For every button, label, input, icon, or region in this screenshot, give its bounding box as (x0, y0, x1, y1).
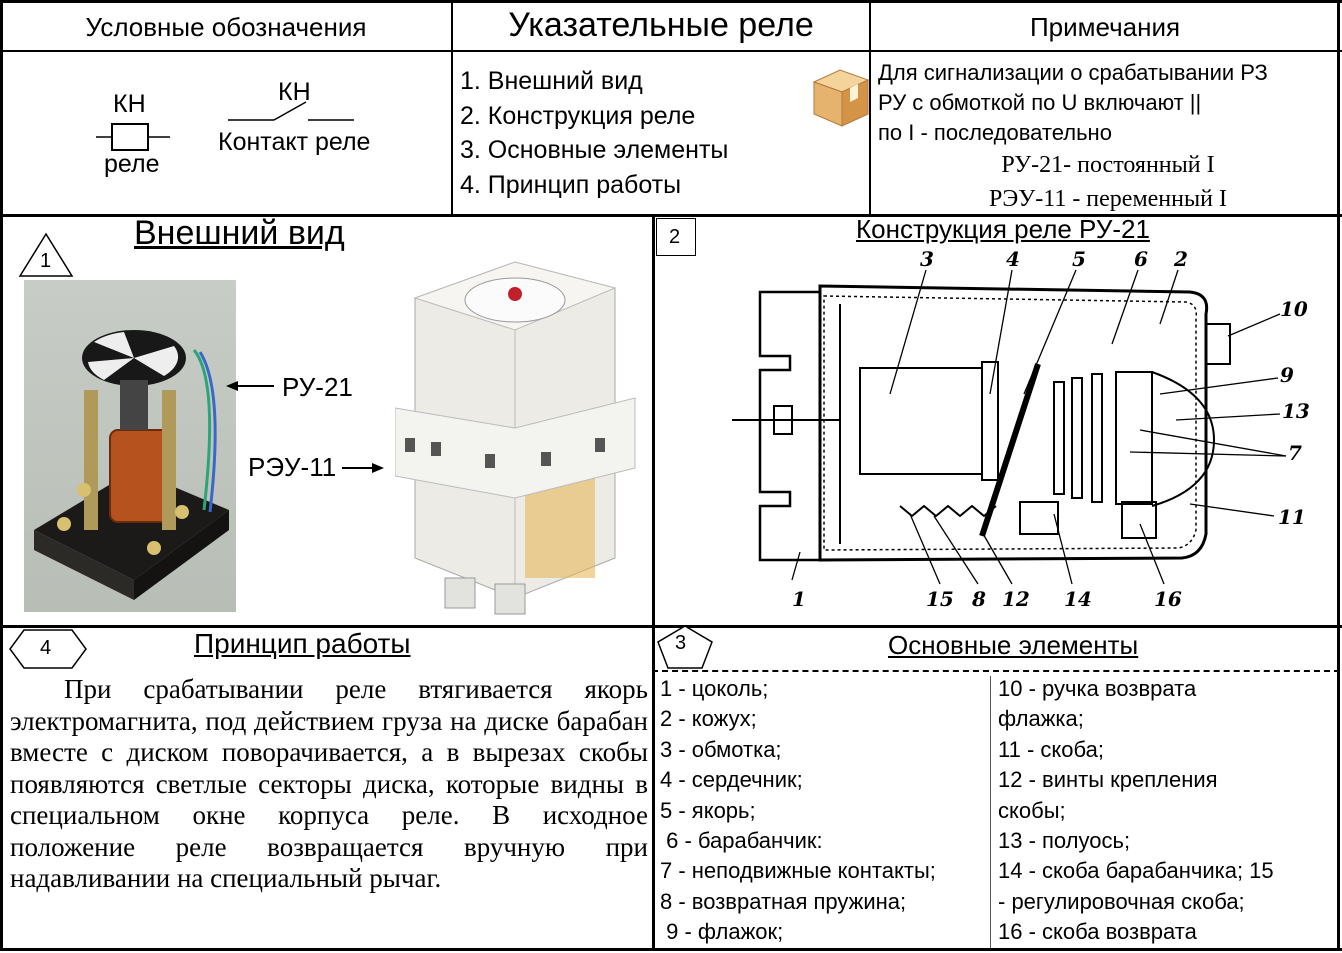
callout-16: 16 (1154, 587, 1182, 611)
center-divider (652, 214, 655, 951)
ru21-arrow-icon (228, 385, 274, 387)
section-3-number: 3 (675, 632, 687, 654)
callout-9: 9 (1280, 363, 1294, 387)
callout-2: 2 (1173, 247, 1188, 271)
section-2-number: 2 (669, 226, 681, 248)
contact-label: Контакт реле (218, 128, 371, 156)
callout-10: 10 (1280, 297, 1308, 321)
header-col-divider-1 (451, 0, 453, 216)
callout-3: 3 (920, 247, 934, 271)
reu11-label: РЭУ-11 (248, 452, 337, 482)
callout-11: 11 (1278, 505, 1306, 529)
callout-15: 15 (926, 587, 954, 611)
legend-heading: Условные обозначения (85, 12, 367, 42)
callout-14: 14 (1064, 587, 1092, 611)
ru21-arrowhead-icon (226, 381, 238, 391)
construction-title: Конструкция реле РУ-21 (856, 214, 1150, 244)
callout-8: 8 (971, 587, 986, 611)
notes-line: по I - последовательно (878, 120, 1112, 145)
section-4-marker (9, 629, 87, 669)
list-item: 7 - неподвижные контакты; (660, 858, 936, 884)
elements-title: Основные элементы (888, 630, 1139, 660)
page-title: Указательные реле (508, 6, 814, 44)
relay-label: реле (104, 150, 160, 178)
elements-dashed-rule (652, 670, 1340, 672)
list-item: 2 - кожух; (660, 706, 757, 732)
elements-right-list: 10 - ручка возврата флажка; 11 - скоба; … (998, 674, 1274, 948)
note-reu11: РЭУ-11 - переменный I (989, 186, 1227, 212)
callout-7: 7 (1288, 441, 1302, 465)
principle-title: Принцип работы (194, 628, 411, 659)
callout-12: 12 (1002, 587, 1030, 611)
elements-col-divider (990, 676, 991, 948)
callout-6: 6 (1134, 247, 1148, 271)
notes-line: РУ с обмоткой по U включают || (878, 90, 1202, 115)
box-icon (812, 69, 870, 127)
contact-symbol-icon (228, 101, 354, 121)
section-2-marker (656, 218, 696, 256)
ru21-photo (24, 280, 236, 612)
callout-4: 4 (1006, 247, 1020, 271)
section-4-number: 4 (40, 637, 52, 659)
list-item: 6 - барабанчик: (660, 828, 823, 854)
list-item: 9 - флажок; (660, 919, 784, 945)
toc-item: 4. Принцип работы (460, 170, 682, 199)
table-of-contents: 1. Внешний вид 2. Конструкция реле 3. Ос… (460, 64, 728, 202)
section-1-marker (18, 232, 74, 277)
ru21-relay-image (34, 330, 229, 600)
callout-13: 13 (1282, 399, 1310, 423)
relay-construction-diagram: 3 4 5 6 2 10 9 13 7 11 1 15 8 12 14 16 (732, 247, 1310, 611)
list-item: 10 - ручка возврата (998, 676, 1197, 701)
reu11-arrow-icon (342, 467, 376, 469)
toc-item: 3. Основные элементы (460, 136, 729, 164)
bottom-border (0, 948, 1342, 951)
list-item: 13 - полуось; (998, 828, 1131, 854)
list-item: 8 - возвратная пружина; (660, 888, 907, 914)
header-bottom-divider (0, 214, 1342, 217)
reu11-arrowhead-icon (372, 463, 384, 473)
section-1-number: 1 (40, 250, 52, 272)
list-item: - регулировочная скоба; (998, 888, 1245, 914)
elements-left-list: 1 - цоколь; 2 - кожух; 3 - обмотка; 4 - … (660, 674, 936, 948)
toc-item: 2. Конструкция реле (460, 101, 696, 130)
left-border (0, 0, 3, 951)
list-item: 1 - цоколь; (660, 676, 769, 701)
list-item: скобы; (998, 797, 1066, 823)
middle-divider (0, 625, 1342, 628)
note-ru21: РУ-21- постоянный I (1001, 152, 1215, 178)
ru21-label: РУ-21 (282, 372, 353, 402)
notes-line: Для сигнализации о срабатывании РЗ (878, 60, 1268, 85)
notes-heading: Примечания (1029, 12, 1181, 42)
toc-item: 1. Внешний вид (460, 67, 643, 95)
header-divider (0, 50, 1342, 52)
right-border (1337, 0, 1340, 951)
notes-text: Для сигнализации о срабатывании РЗ РУ с … (878, 58, 1268, 148)
list-item: флажка; (998, 706, 1084, 732)
principle-text: При срабатывании реле втягивается якорь … (10, 674, 648, 895)
callout-1: 1 (792, 587, 806, 611)
list-item: 12 - винты крепления (998, 767, 1218, 793)
list-item: 5 - якорь; (660, 797, 756, 823)
reu11-relay-image (395, 261, 636, 615)
list-item: 16 - скоба возврата (998, 919, 1197, 945)
relay-symbol-icon (96, 123, 170, 151)
list-item: 3 - обмотка; (660, 736, 782, 762)
top-border (0, 0, 1342, 3)
list-item: 14 - скоба барабанчика; 15 (998, 858, 1274, 884)
section-3-marker (657, 625, 713, 669)
header-col-divider-2 (869, 0, 871, 216)
principle-paragraph: При срабатывании реле втягивается якорь … (10, 674, 648, 893)
list-item: 4 - сердечник; (660, 767, 803, 793)
list-item: 11 - скоба; (998, 736, 1104, 762)
callout-5: 5 (1072, 247, 1086, 271)
appearance-title: Внешний вид (134, 214, 345, 252)
contact-code: КН (278, 78, 311, 106)
relay-code: КН (113, 90, 146, 118)
